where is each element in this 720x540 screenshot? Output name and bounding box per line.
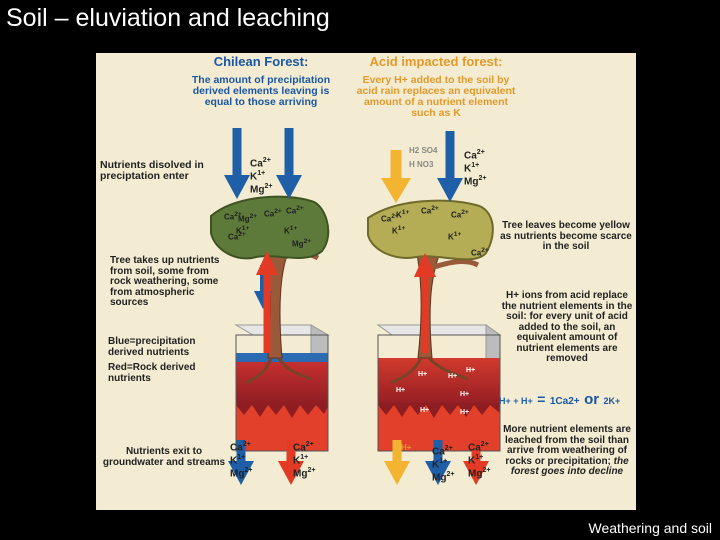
equation-ca: 1Ca2+ <box>549 396 580 407</box>
right-soil-block <box>376 324 502 452</box>
right-canopy-ca: Ca2+ <box>381 213 399 224</box>
equation-k: 2K+ <box>603 396 621 406</box>
label-decline: the forest goes into decline <box>510 455 629 477</box>
diagram-graphics <box>210 128 502 485</box>
left-canopy-mg-2: Mg2+ <box>292 238 312 249</box>
equation-or: or <box>584 391 600 408</box>
chilean-description: The amount of precipitation derived elem… <box>191 74 331 109</box>
label-blue-legend: Blue=precipitation derived nutrients <box>108 336 196 358</box>
label-more-leached: More nutrient elements are leached from … <box>503 424 631 477</box>
right-canopy-ca-3: Ca2+ <box>451 209 469 220</box>
left-canopy-ca-4: Ca2+ <box>228 231 246 242</box>
footer: Weathering and soil <box>588 520 712 536</box>
right-outputs-blue-elements: Ca2+ K1+ Mg2+ <box>432 445 455 483</box>
left-outputs-blue-elements: Ca2+ K1+ Mg2+ <box>230 441 253 479</box>
left-canopy-ca-2: Ca2+ <box>264 208 282 219</box>
left-soil-block <box>234 324 330 452</box>
right-tree <box>367 199 494 385</box>
label-nutrients-enter: Nutrients disolved in preciptation enter <box>100 159 204 183</box>
equation: H+ + H+ = 1Ca2+ or 2K+ <box>499 391 633 409</box>
equation-eq: = <box>537 391 546 407</box>
left-inputs-elements: Ca2+ K1+ Mg2+ <box>250 157 273 195</box>
chilean-title: Chilean Forest: <box>213 54 309 69</box>
right-outputs-red-elements: Ca2+ K1+ Mg2+ <box>468 441 491 479</box>
right-canopy-ca-4: Ca2+ <box>471 247 489 258</box>
acid-title: Acid impacted forest: <box>369 54 503 69</box>
left-canopy-k-2: K1+ <box>284 225 298 236</box>
label-leaves-yellow: Tree leaves become yellow as nutrients b… <box>500 220 632 252</box>
left-arrows <box>224 128 304 485</box>
right-outputs-h-plus: H+ <box>401 443 412 452</box>
soil-h-plus-1: H+ <box>418 371 428 378</box>
soil-h-plus-5: H+ <box>460 391 470 398</box>
label-h-ions: H+ ions from acid replace the nutrient e… <box>501 290 633 364</box>
right-canopy-k-3: K1+ <box>448 231 462 242</box>
right-inputs-elements: Ca2+ K1+ Mg2+ <box>464 149 487 187</box>
right-canopy-k: K1+ <box>396 209 410 220</box>
left-healthy-canopy <box>210 195 330 260</box>
left-outputs-red-elements: Ca2+ K1+ Mg2+ <box>293 441 316 479</box>
right-canopy-k-2: K1+ <box>392 225 406 236</box>
acid-rain-compounds: H2 SO4 H NO3 <box>409 146 438 170</box>
left-canopy-k: K1+ <box>236 225 250 236</box>
soil-h-plus-3: H+ <box>466 367 476 374</box>
right-arrows <box>381 131 489 485</box>
soil-h-plus-7: H+ <box>460 409 470 416</box>
equation-lhs: H+ + H+ <box>499 396 533 406</box>
left-canopy-mg: Mg2+ <box>238 213 258 224</box>
label-red-legend: Red=Rock derived nutrients <box>108 362 196 384</box>
acid-description: Every H+ added to the soil by acid rain … <box>356 74 516 120</box>
right-yellow-canopy <box>367 199 494 261</box>
left-canopy-ca-3: Ca2+ <box>286 205 304 216</box>
soil-h-plus-4: H+ <box>396 387 406 394</box>
left-canopy-ca: Ca2+ <box>224 211 242 222</box>
soil-h-plus-6: H+ <box>420 407 430 414</box>
slide-title: Soil – eluviation and leaching <box>6 4 330 32</box>
label-nutrients-exit: Nutrients exit to groundwater and stream… <box>102 446 226 468</box>
label-tree-takes-up: Tree takes up nutrients from soil, some … <box>110 255 220 308</box>
diagram-panel: Chilean Forest: The amount of precipitat… <box>96 53 636 510</box>
right-canopy-ca-2: Ca2+ <box>421 205 439 216</box>
soil-h-plus-2: H+ <box>448 373 458 380</box>
